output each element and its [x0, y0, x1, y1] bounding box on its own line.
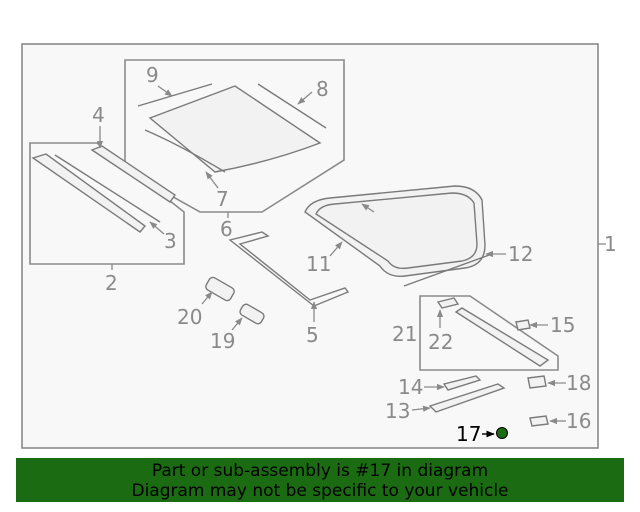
callout-1[interactable]: 1 — [604, 232, 617, 256]
assembly-frame — [21, 43, 599, 449]
callout-5[interactable]: 5 — [306, 323, 319, 347]
part-15 — [515, 319, 531, 331]
banner-line-2: Diagram may not be specific to your vehi… — [131, 481, 509, 501]
callout-13[interactable]: 13 — [385, 399, 410, 423]
callout-17[interactable]: 17 — [456, 422, 481, 446]
callout-16[interactable]: 16 — [566, 409, 591, 433]
part-motor-19 — [239, 303, 265, 325]
callout-11[interactable]: 11 — [306, 252, 331, 276]
callout-12[interactable]: 12 — [508, 242, 533, 266]
part-frame — [228, 231, 350, 307]
part-16 — [529, 415, 549, 427]
parts-diagram: 1 9 8 7 6 4 3 2 11 12 5 20 19 22 21 15 — [21, 43, 617, 449]
callout-18[interactable]: 18 — [566, 371, 591, 395]
callout-21[interactable]: 21 — [392, 322, 417, 346]
part-glass-panel — [304, 185, 486, 277]
banner-line-1: Part or sub-assembly is #17 in diagram — [151, 461, 489, 481]
callout-4[interactable]: 4 — [92, 103, 105, 127]
callout-9[interactable]: 9 — [146, 63, 159, 87]
part-13 — [428, 383, 506, 413]
callout-14[interactable]: 14 — [398, 375, 423, 399]
callout-15[interactable]: 15 — [550, 313, 575, 337]
part-motor-20 — [205, 276, 235, 302]
callout-22[interactable]: 22 — [428, 330, 453, 354]
callout-19[interactable]: 19 — [210, 329, 235, 353]
group-2-outline — [29, 142, 185, 265]
group-21-outline — [419, 295, 559, 371]
callout-20[interactable]: 20 — [177, 305, 202, 329]
callout-7[interactable]: 7 — [216, 187, 229, 211]
callout-2[interactable]: 2 — [105, 271, 118, 295]
part-guide-rail — [454, 307, 550, 367]
part-deflector — [31, 153, 147, 233]
part-14 — [442, 375, 482, 391]
callout-3[interactable]: 3 — [164, 229, 177, 253]
callout-6[interactable]: 6 — [220, 217, 233, 241]
part-18 — [527, 375, 547, 389]
part-17-highlight[interactable] — [496, 427, 508, 439]
info-banner: Part or sub-assembly is #17 in diagram D… — [16, 458, 624, 502]
callout-8[interactable]: 8 — [316, 77, 329, 101]
